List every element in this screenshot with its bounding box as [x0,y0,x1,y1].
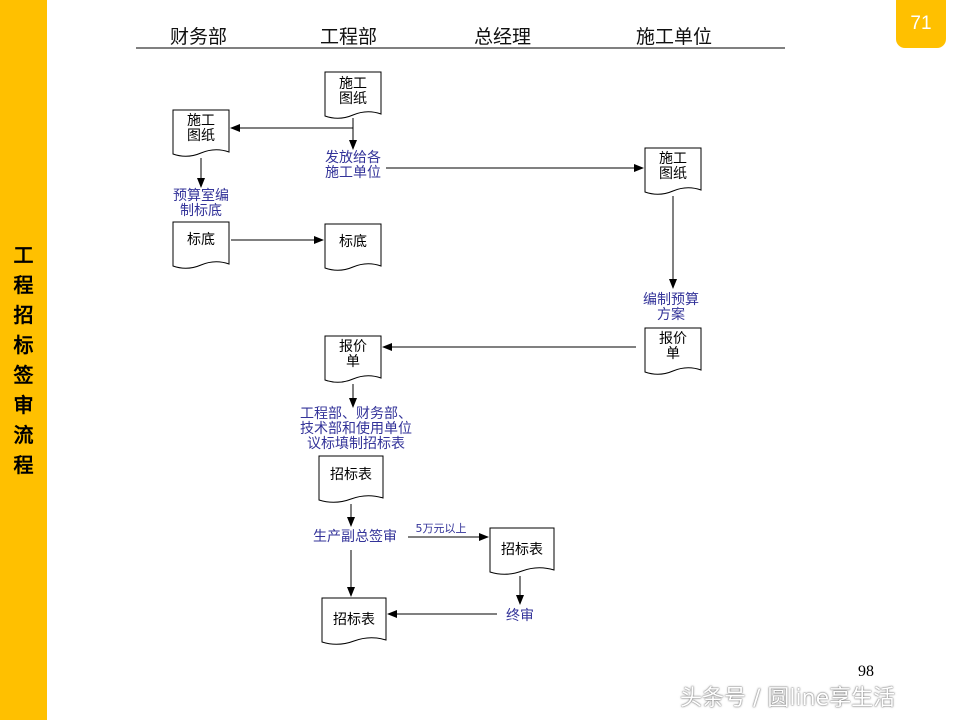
document-line: 施工 [659,151,687,167]
document-shape [324,335,382,383]
label-line: 生产副总签审 [313,529,397,545]
sidebar-char: 签 [13,363,34,387]
label-line: 预算室编 [173,188,229,204]
document-shape [489,527,555,575]
document-text: 标底 [325,235,381,250]
label-line: 工程部、财务部、 [300,406,412,422]
document-line: 招标表 [330,467,372,483]
sidebar: 工 程 招 标 签 审 流 程 [0,0,47,720]
condition-label: 5万元以上 [408,521,474,536]
document-text: 施工 图纸 [325,77,381,107]
document-line: 单 [666,346,680,362]
document-text: 施工 图纸 [645,152,701,182]
document-text: 招标表 [322,613,386,628]
sidebar-char: 审 [13,393,34,417]
document-shape [324,71,382,119]
lane-header-contractor: 施工单位 [636,26,713,48]
document-line: 图纸 [659,166,687,182]
sidebar-char: 工 [13,243,34,267]
label-line: 发放给各 [325,150,381,166]
sidebar-char: 程 [13,453,34,477]
label-line: 议标填制招标表 [307,436,405,452]
lane-header-finance: 财务部 [170,26,228,48]
document-line: 标底 [339,234,367,250]
document-text: 招标表 [490,543,554,558]
document-shape [318,455,384,503]
document-line: 施工 [187,113,215,129]
step-label-discuss: 工程部、财务部、 技术部和使用单位 议标填制招标表 [281,407,431,452]
watermark: 头条号 / 圆line享生活 [680,686,896,711]
step-label-vp-sign: 生产副总签审 [303,530,407,545]
document-line: 报价 [339,339,367,355]
document-text: 报价 单 [645,332,701,362]
document-line: 图纸 [339,91,367,107]
lane-header-engineering: 工程部 [320,26,378,48]
document-shape [324,223,382,271]
label-line: 技术部和使用单位 [300,421,412,437]
document-shape [172,221,230,269]
document-text: 招标表 [319,468,383,483]
label-line: 编制预算 [643,292,699,308]
sidebar-char: 流 [13,423,34,447]
label-line: 5万元以上 [415,522,467,535]
document-text: 报价 单 [325,340,381,370]
label-line: 施工单位 [325,165,381,181]
document-shape [321,597,387,645]
step-label-final-review: 终审 [497,609,543,624]
step-label-prepare-budget: 编制预算 方案 [621,293,721,323]
document-shape [172,109,230,157]
slide-number-badge: 71 [896,0,946,48]
label-line: 终审 [506,608,534,624]
document-line: 图纸 [187,128,215,144]
document-text: 标底 [173,233,229,248]
sidebar-char: 标 [13,333,34,357]
document-text: 施工 图纸 [173,114,229,144]
step-label-budget-office: 预算室编 制标底 [151,189,251,219]
document-line: 招标表 [501,542,543,558]
document-line: 单 [346,354,360,370]
document-line: 标底 [187,232,215,248]
document-line: 招标表 [333,612,375,628]
label-line: 制标底 [180,203,222,219]
sidebar-title: 工 程 招 标 签 审 流 程 [0,240,47,480]
lane-header-general-manager: 总经理 [474,26,532,48]
page-number: 98 [858,663,874,680]
document-shape [644,147,702,195]
label-line: 方案 [657,307,685,323]
step-label-issue: 发放给各 施工单位 [303,151,403,181]
sidebar-char: 招 [13,303,34,327]
sidebar-char: 程 [13,273,34,297]
document-line: 施工 [339,76,367,92]
document-shape [644,327,702,375]
document-line: 报价 [659,331,687,347]
